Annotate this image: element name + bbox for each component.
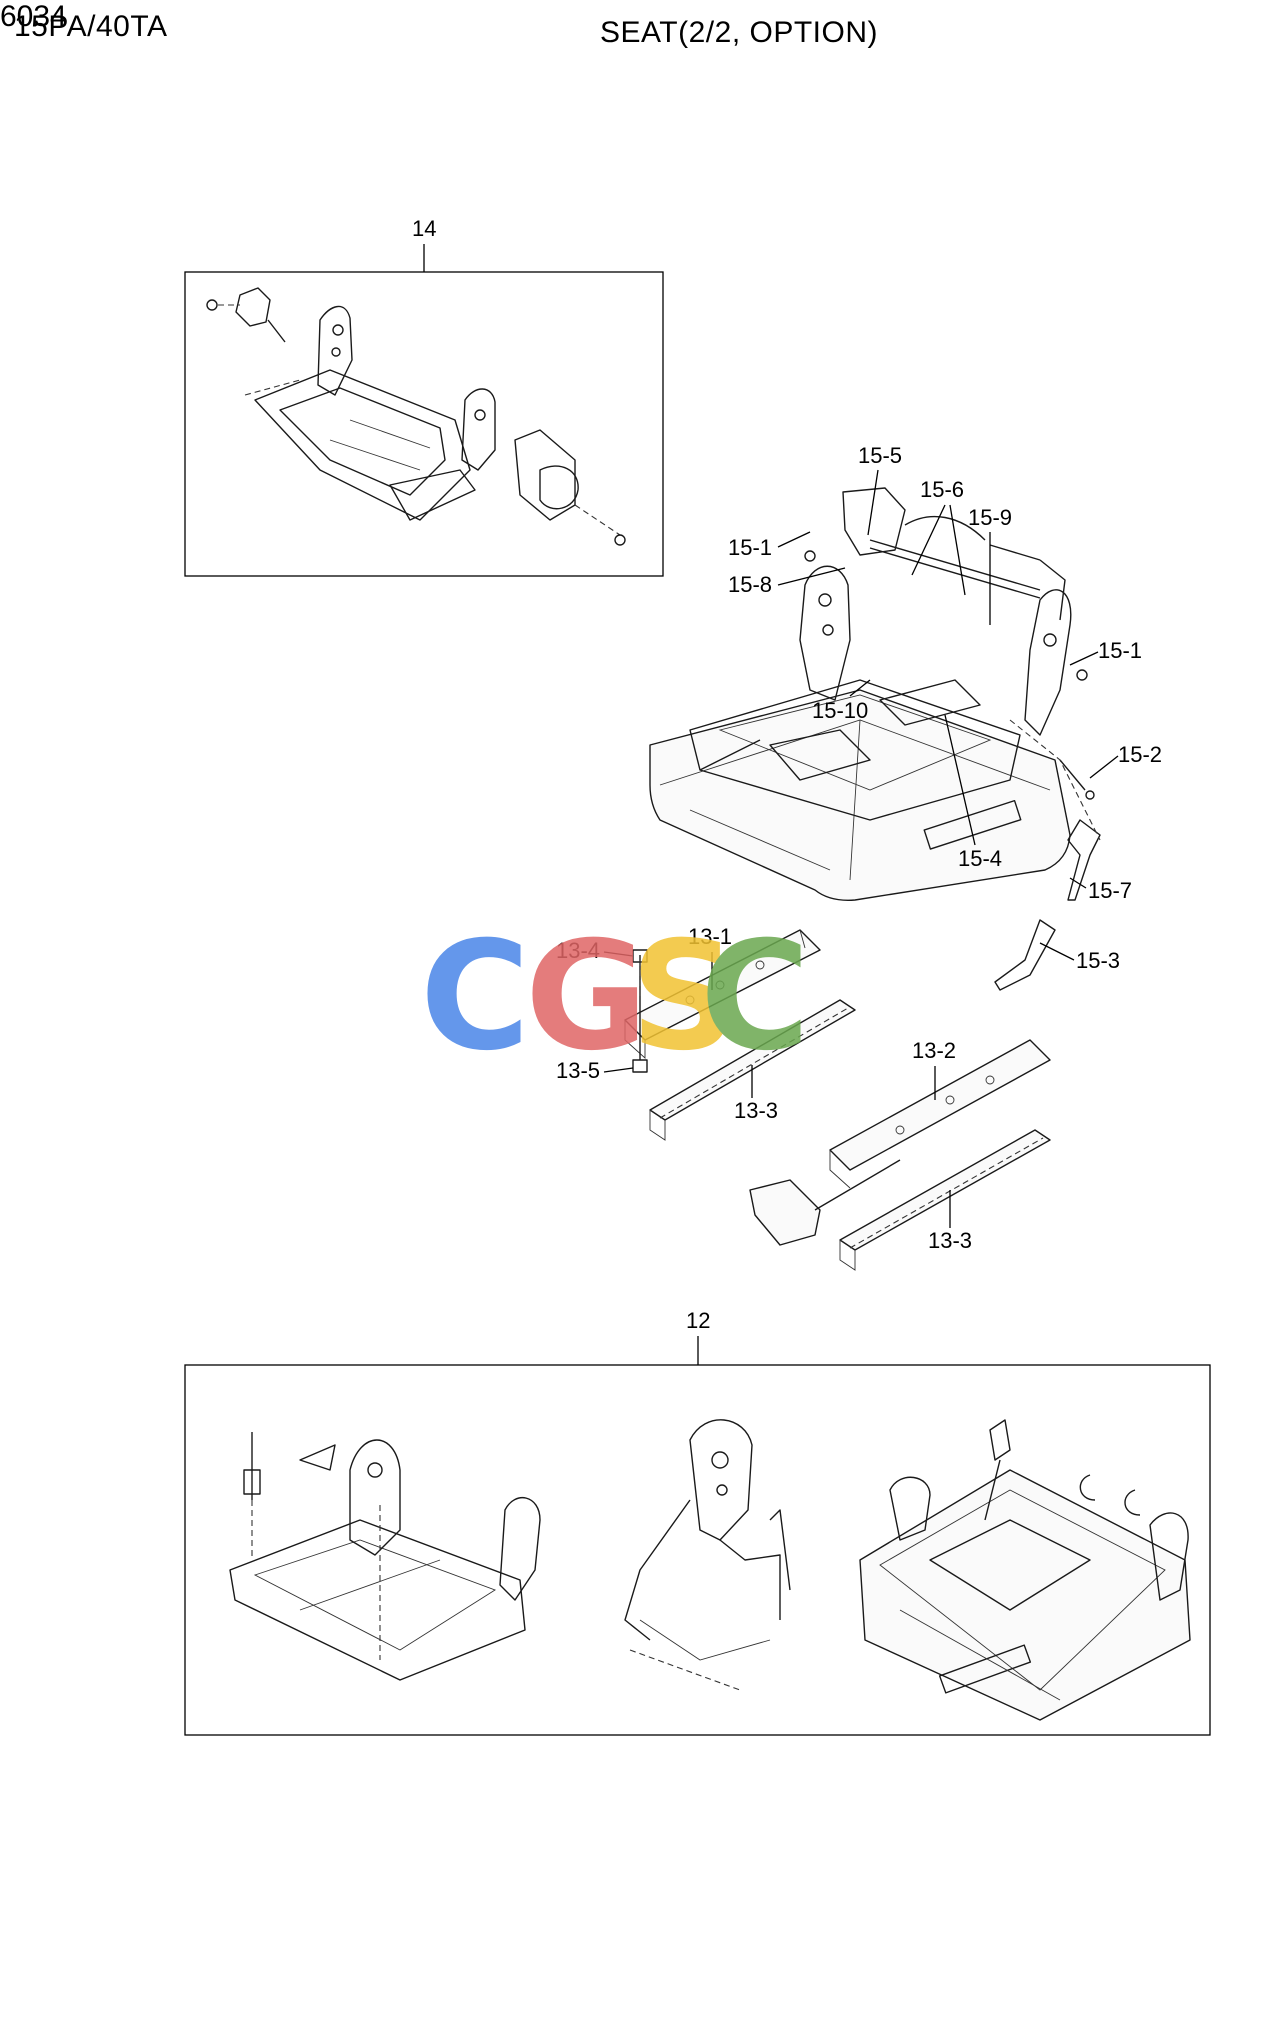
frame-12-left-drawing bbox=[229, 1432, 541, 1681]
watermark-letter-4: C bbox=[700, 910, 810, 1084]
model-code: 15PA/40TA bbox=[14, 10, 168, 43]
callout-13-2: 13-2 bbox=[912, 1038, 956, 1063]
callout-15-9: 15-9 bbox=[968, 505, 1012, 530]
slide-rails-drawing bbox=[624, 929, 1051, 1271]
callout-15-1-left: 15-1 bbox=[728, 535, 772, 560]
callout-13-3-upper: 13-3 bbox=[734, 1098, 778, 1123]
callout-14: 14 bbox=[412, 216, 436, 241]
assembly-13: 13-4 13-1 13-5 13-3 13-2 13-3 bbox=[556, 924, 1051, 1271]
callout-13-5: 13-5 bbox=[556, 1058, 600, 1083]
page-title: SEAT(2/2, OPTION) bbox=[600, 16, 878, 49]
callout-15-8: 15-8 bbox=[728, 572, 772, 597]
assembly-12: 12 bbox=[184, 1308, 1211, 1736]
watermark-letter-1: C bbox=[420, 910, 530, 1084]
callout-15-7: 15-7 bbox=[1088, 878, 1132, 903]
callout-13-4: 13-4 bbox=[556, 938, 600, 963]
watermark-letter-3: S bbox=[630, 910, 738, 1084]
callout-15-2: 15-2 bbox=[1118, 742, 1162, 767]
frame-12-middle-drawing bbox=[624, 1419, 791, 1691]
box-14 bbox=[184, 271, 664, 577]
assembly-14: 14 bbox=[184, 216, 664, 577]
frame-12-right-drawing bbox=[859, 1419, 1191, 1721]
watermark-logo: C G S C bbox=[420, 910, 810, 1084]
seat-frame-14-drawing bbox=[206, 287, 626, 546]
callout-15-6: 15-6 bbox=[920, 477, 964, 502]
page-number: 6034 bbox=[0, 0, 67, 33]
callout-15-5: 15-5 bbox=[858, 443, 902, 468]
box-12 bbox=[184, 1364, 1211, 1736]
callout-15-1-right: 15-1 bbox=[1098, 638, 1142, 663]
callout-15-3: 15-3 bbox=[1076, 948, 1120, 973]
callout-15-10: 15-10 bbox=[812, 698, 868, 723]
seat-frame-15-drawing bbox=[649, 487, 1101, 991]
assembly-15: 15-5 15-6 15-9 15-1 15-8 15-1 15-10 15-2… bbox=[649, 443, 1162, 991]
callout-13-1: 13-1 bbox=[688, 924, 732, 949]
callout-15-4: 15-4 bbox=[958, 846, 1002, 871]
watermark-letter-2: G bbox=[525, 910, 648, 1084]
callout-12: 12 bbox=[686, 1308, 710, 1333]
callout-13-3-lower: 13-3 bbox=[928, 1228, 972, 1253]
